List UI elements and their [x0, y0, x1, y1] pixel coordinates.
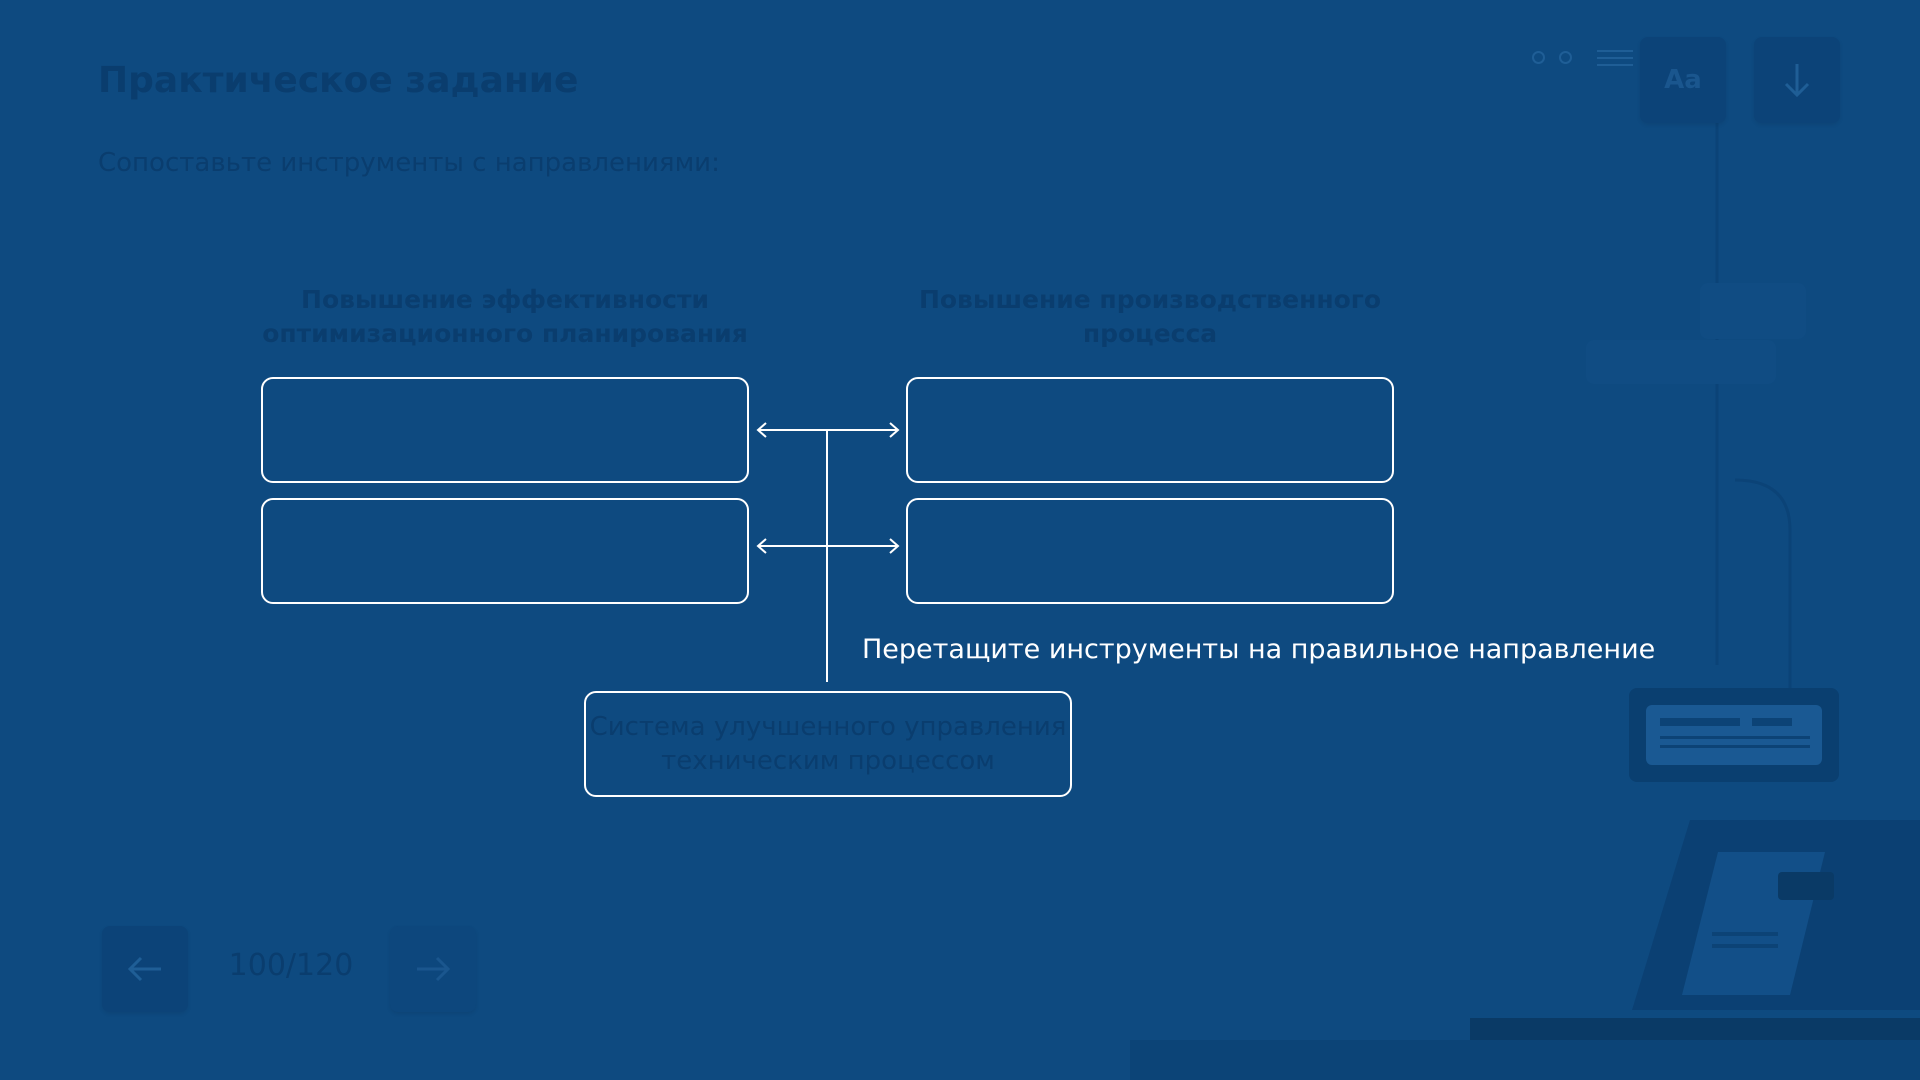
font-size-button[interactable]: Aa [1640, 37, 1726, 123]
menu-icon[interactable] [1597, 49, 1633, 67]
arrow-left-icon [127, 956, 161, 982]
prev-page-button[interactable] [102, 926, 188, 1012]
drop-slot-left-1[interactable] [261, 377, 749, 483]
page-counter: 100/120 [228, 948, 354, 983]
draggable-tool-card[interactable]: Система улучшенного управления техническ… [584, 691, 1072, 797]
font-size-label: Aa [1664, 65, 1702, 95]
drag-hint: Перетащите инструменты на правильное нап… [862, 634, 1656, 665]
tool-card-line-1: Система улучшенного управления [589, 712, 1067, 742]
page-subtitle: Сопоставьте инструменты с направлениями: [98, 148, 720, 178]
arrow-right-icon [417, 956, 451, 982]
drop-slot-right-2[interactable] [906, 498, 1394, 604]
download-button[interactable] [1754, 37, 1840, 123]
column-header-left: Повышение эффективности оптимизационного… [262, 285, 748, 348]
arrow-down-icon [1784, 64, 1810, 98]
page-title: Практическое задание [98, 60, 579, 101]
tool-card-line-2: техническим процессом [661, 746, 995, 776]
next-page-button[interactable] [390, 926, 476, 1012]
circle-icon [1532, 51, 1545, 64]
circle-icon [1559, 51, 1572, 64]
drop-slot-left-2[interactable] [261, 498, 749, 604]
drop-slot-right-1[interactable] [906, 377, 1394, 483]
column-header-right: Повышение производственного процесса [918, 285, 1382, 348]
connector-arrows [756, 422, 900, 682]
